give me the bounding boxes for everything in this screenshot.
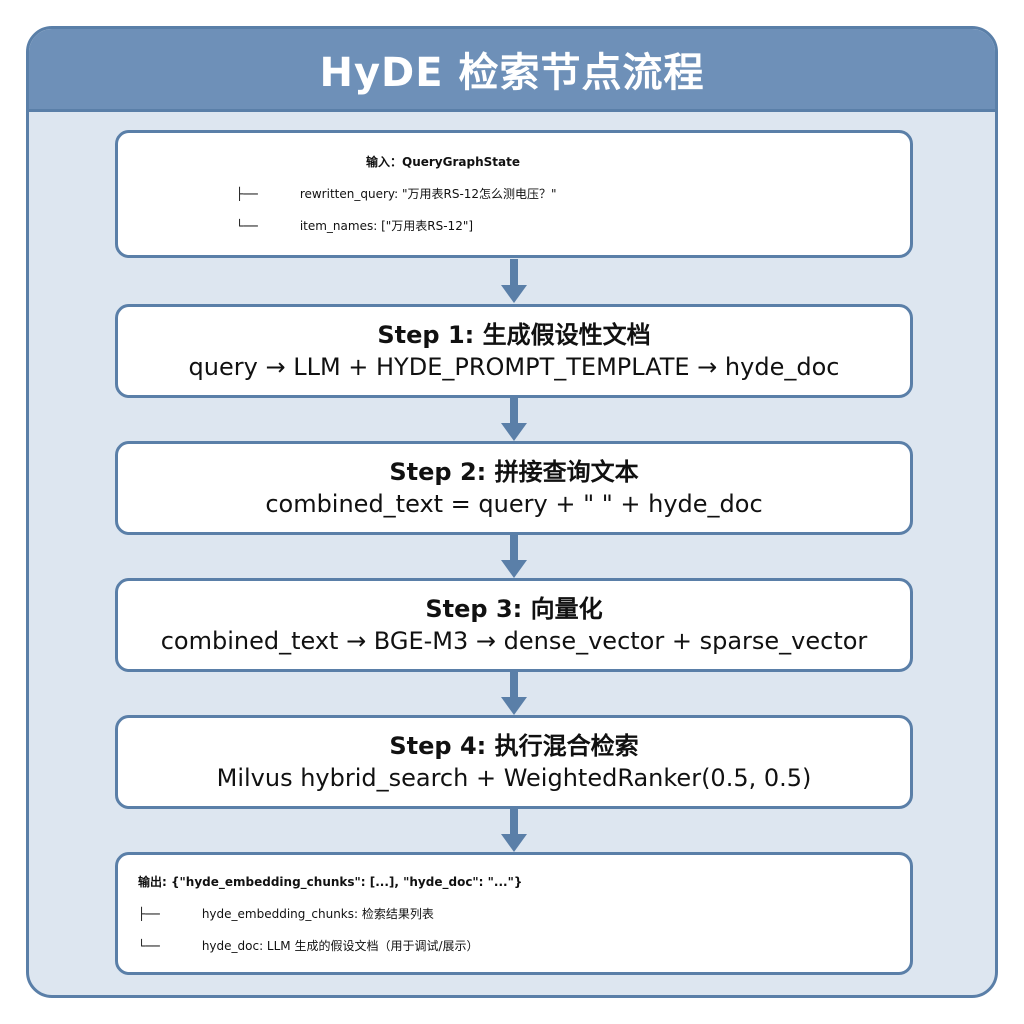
step-1-box: Step 1: 生成假设性文档 query → LLM + HYDE_PROMP… [115, 304, 913, 398]
down-arrow-icon [501, 259, 527, 305]
input-box: 输入：QueryGraphState ├── rewritten_query: … [115, 130, 913, 258]
title-bar: HyDE 检索节点流程 [29, 29, 995, 112]
tree-end-connector: └── [138, 938, 160, 953]
step-3-description: combined_text → BGE-M3 → dense_vector + … [160, 627, 868, 655]
output-field-text: hyde_embedding_chunks: 检索结果列表 [198, 906, 434, 921]
input-heading: 输入：QueryGraphState [366, 155, 520, 169]
output-heading: 输出: {"hyde_embedding_chunks": [...], "hy… [138, 874, 523, 889]
down-arrow-icon [501, 808, 527, 854]
down-arrow-icon [501, 671, 527, 717]
step-3-heading: Step 3: 向量化 [425, 595, 603, 623]
input-field-item-names: └── item_names: ["万用表RS-12"] [138, 210, 910, 242]
step-1-heading: Step 1: 生成假设性文档 [377, 321, 651, 349]
step-2-box: Step 2: 拼接查询文本 combined_text = query + "… [115, 441, 913, 535]
step-2-description: combined_text = query + " " + hyde_doc [265, 490, 763, 518]
down-arrow-icon [501, 397, 527, 443]
input-field-text: rewritten_query: "万用表RS-12怎么测电压？" [296, 187, 557, 201]
tree-end-connector: └── [236, 219, 258, 233]
step-4-description: Milvus hybrid_search + WeightedRanker(0.… [216, 764, 812, 792]
step-4-heading: Step 4: 执行混合检索 [389, 732, 639, 760]
down-arrow-icon [501, 534, 527, 580]
output-box: 输出: {"hyde_embedding_chunks": [...], "hy… [115, 852, 913, 975]
tree-branch-connector: ├── [138, 906, 160, 921]
diagram-frame: HyDE 检索节点流程 输入：QueryGraphState ├── rewri… [26, 26, 998, 998]
output-field-hyde-doc: └── hyde_doc: LLM 生成的假设文档（用于调试/展示） [138, 930, 910, 962]
step-2-heading: Step 2: 拼接查询文本 [389, 458, 639, 486]
step-1-description: query → LLM + HYDE_PROMPT_TEMPLATE → hyd… [188, 353, 840, 381]
input-field-rewritten-query: ├── rewritten_query: "万用表RS-12怎么测电压？" [138, 178, 910, 210]
input-field-text: item_names: ["万用表RS-12"] [296, 219, 474, 233]
step-3-box: Step 3: 向量化 combined_text → BGE-M3 → den… [115, 578, 913, 672]
output-field-text: hyde_doc: LLM 生成的假设文档（用于调试/展示） [198, 938, 479, 953]
diagram-title: HyDE 检索节点流程 [319, 50, 705, 96]
tree-branch-connector: ├── [236, 187, 258, 201]
step-4-box: Step 4: 执行混合检索 Milvus hybrid_search + We… [115, 715, 913, 809]
output-field-chunks: ├── hyde_embedding_chunks: 检索结果列表 [138, 898, 910, 930]
